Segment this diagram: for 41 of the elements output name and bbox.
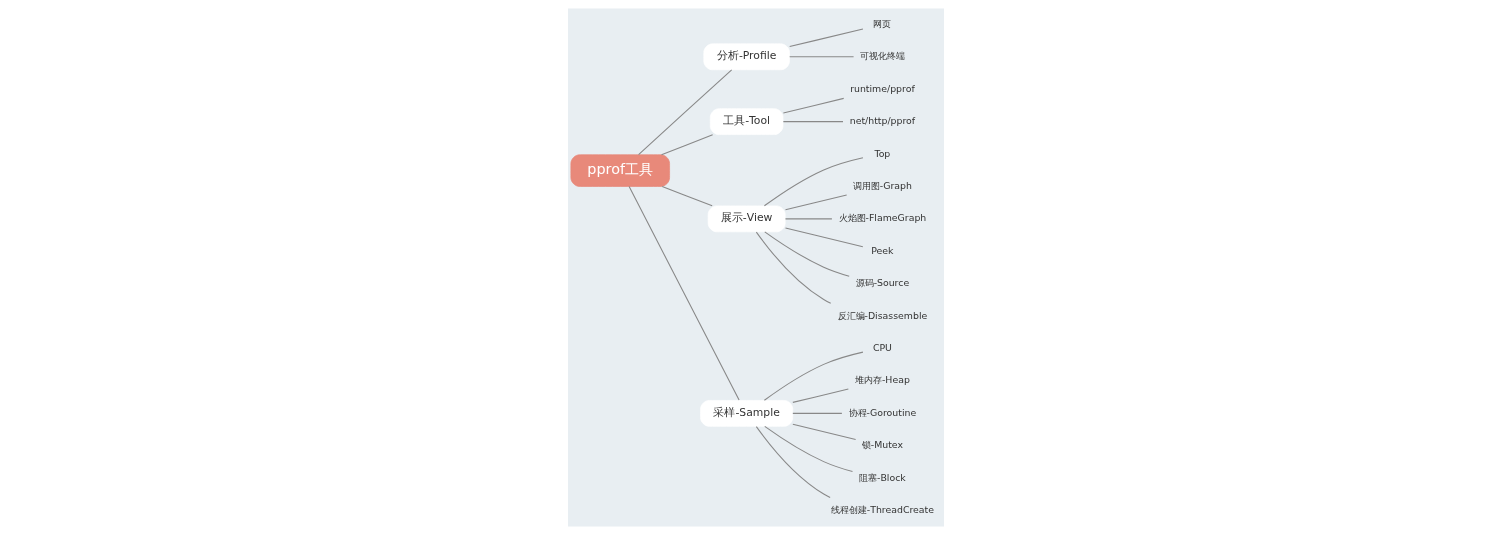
node-box: 采样-Sample [700,400,794,427]
node-text: 阻塞-Block [859,471,906,483]
connector [792,412,843,414]
node-text: CPU [872,341,892,353]
node-text: Peek [871,244,894,256]
node-text: 堆内存-Heap [854,374,910,386]
connector [763,351,864,401]
node-box: 展示-View [707,205,786,233]
connector [789,56,855,58]
node-text: Top [874,147,891,159]
node-text: 火焰图-FlameGraph [838,212,927,224]
node-box: pprof工具 [570,154,670,187]
connector [755,231,832,304]
connector [755,426,831,499]
node-text: 调用图-Graph [852,179,912,191]
connector [792,388,849,403]
node-text: net/http/pprof [849,115,916,127]
connector [782,121,844,123]
node-text: 锁-Mutex [861,439,904,451]
node-text: 协程-Goroutine [848,406,917,418]
connector [661,186,713,207]
connector [763,157,864,207]
node-text: 线程创建-ThreadCreate [830,504,935,516]
connector [764,231,850,277]
connector [782,97,845,114]
connector [784,194,848,211]
node-text: 网页 [873,17,892,29]
connector [784,227,864,248]
connector [638,69,733,156]
connector [792,423,857,441]
node-text: 反汇编-Disassemble [837,309,928,321]
connector [661,134,714,156]
node-text: 源码-Source [855,277,910,289]
node-text: runtime/pprof [850,82,915,94]
connector [628,186,740,401]
node-text: 可视化终端 [859,50,905,62]
connector [764,425,854,473]
node-box: 分析-Profile [703,43,790,71]
connector [789,28,864,48]
node-box: 工具-Tool [709,108,784,135]
connector [784,218,833,220]
